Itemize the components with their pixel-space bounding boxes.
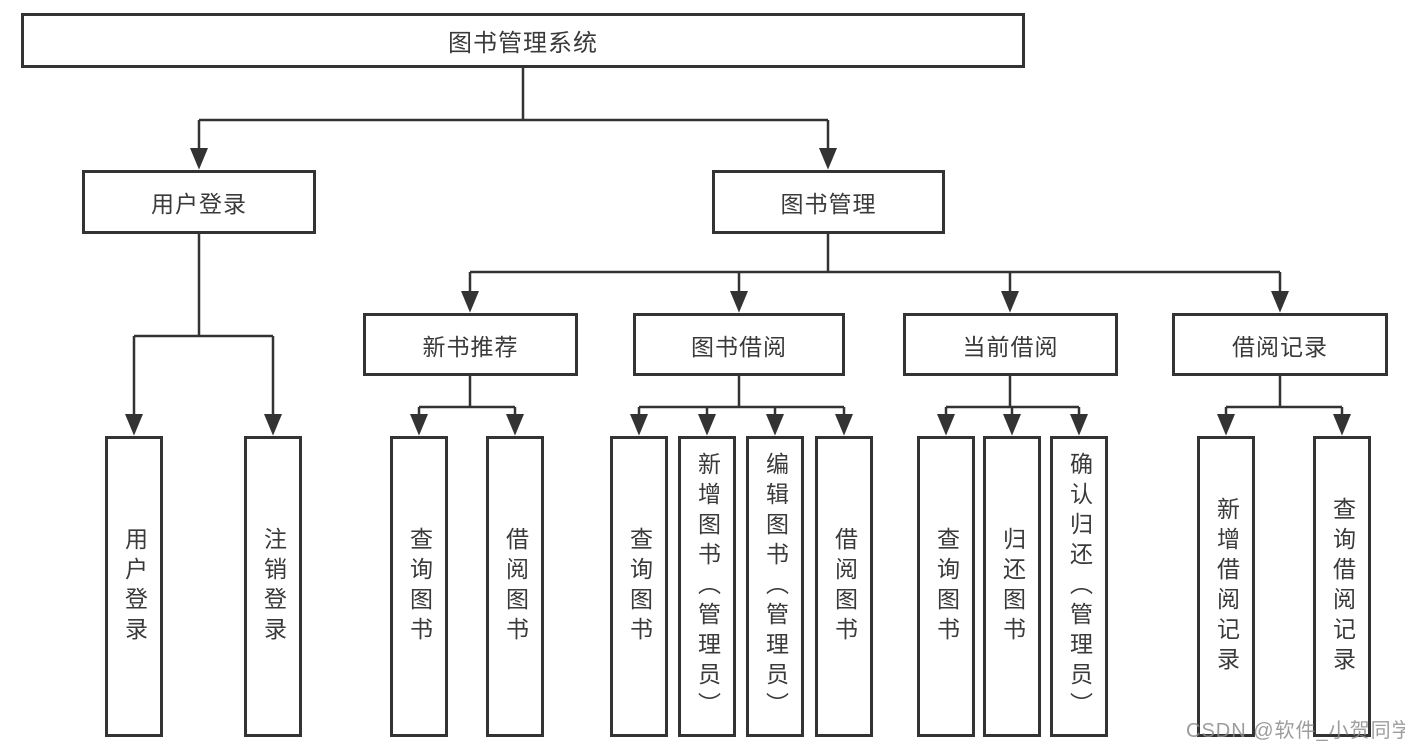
csdn-watermark: CSDN @软件_小贺同学	[1186, 720, 1405, 742]
node-book-borrow: 图书借阅	[633, 313, 845, 376]
tree-edges	[125, 68, 1351, 436]
leaf-logout: 注销登录	[244, 436, 302, 737]
node-book-management: 图书管理	[712, 170, 945, 234]
leaf-add-books-admin: 新增图书（管理员）	[678, 436, 736, 737]
node-library-management-system: 图书管理系统	[21, 13, 1025, 68]
node-current-borrow: 当前借阅	[903, 313, 1118, 376]
leaf-edit-books-admin: 编辑图书（管理员）	[746, 436, 804, 737]
leaf-recommend-query-books: 查询图书	[390, 436, 448, 737]
leaf-confirm-return-admin: 确认归还（管理员）	[1050, 436, 1108, 737]
node-user-login: 用户登录	[82, 170, 316, 234]
leaf-current-query-books: 查询图书	[917, 436, 975, 737]
leaf-user-login: 用户登录	[105, 436, 163, 737]
leaf-add-borrow-record: 新增借阅记录	[1197, 436, 1255, 737]
leaf-return-books: 归还图书	[983, 436, 1041, 737]
node-new-book-recommend: 新书推荐	[363, 313, 578, 376]
node-borrow-records: 借阅记录	[1172, 313, 1388, 376]
leaf-recommend-borrow-books: 借阅图书	[486, 436, 544, 737]
leaf-borrow-query-books: 查询图书	[610, 436, 668, 737]
leaf-borrow-books: 借阅图书	[815, 436, 873, 737]
leaf-query-borrow-record: 查询借阅记录	[1313, 436, 1371, 737]
